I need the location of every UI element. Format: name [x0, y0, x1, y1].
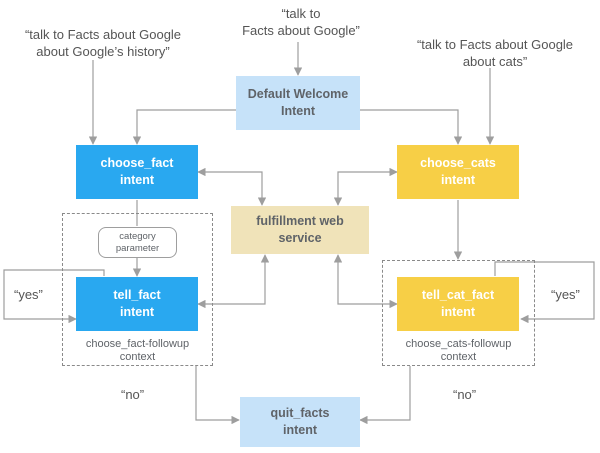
welcome-utterance-line1: “talk to — [281, 6, 321, 21]
tell-cat-fact-intent-line2: intent — [440, 305, 476, 319]
arrow-choose-fact-fulfillment — [197, 167, 267, 206]
tell-fact-intent-line1: tell_fact — [113, 288, 161, 302]
arrow-yes-loop-right — [494, 261, 595, 324]
yes-label-left: “yes” — [14, 287, 43, 302]
arrow-no-left-to-quit — [195, 366, 240, 425]
default-welcome-intent: Default Welcome Intent — [236, 76, 360, 130]
choose-cats-followup-context-label: choose_cats-followup context — [382, 338, 535, 364]
choose-fact-followup-context-box — [62, 213, 213, 366]
cats-utterance-line2: about cats” — [462, 54, 528, 69]
history-utterance-line1: “talk to Facts about Google — [24, 27, 182, 42]
quit-facts-intent-line2: intent — [282, 423, 318, 437]
category-parameter-line1: category — [119, 230, 156, 242]
yes-label-right: “yes” — [551, 287, 580, 302]
tell-cat-fact-intent: tell_cat_fact intent — [397, 277, 519, 331]
default-welcome-intent-line2: Intent — [280, 104, 316, 118]
tell-cat-fact-intent-line1: tell_cat_fact — [421, 288, 495, 302]
tell-fact-intent-line2: intent — [119, 305, 155, 319]
choose-cats-intent-line2: intent — [440, 173, 476, 187]
choose-cats-intent: choose_cats intent — [397, 145, 519, 199]
choose-cats-intent-line1: choose_cats — [420, 156, 496, 170]
arrow-tell-fact-fulfillment — [197, 254, 270, 309]
cats-utterance-line1: “talk to Facts about Google — [416, 37, 574, 52]
arrow-tell-cat-fact-fulfillment — [333, 254, 398, 309]
arrow-welcome-to-choose-cats — [360, 109, 463, 145]
choose-cats-followup-context-line1: choose_cats-followup — [405, 338, 512, 350]
choose-fact-intent: choose_fact intent — [76, 145, 198, 199]
welcome-utterance: “talk to Facts about Google” — [226, 5, 376, 39]
choose-fact-followup-context-line1: choose_fact-followup — [85, 338, 190, 350]
choose-fact-intent-line2: intent — [119, 173, 155, 187]
arrow-choose-cats-fulfillment — [333, 167, 398, 206]
choose-fact-followup-context-label: choose_fact-followup context — [62, 338, 213, 364]
fulfillment-web-service-line2: service — [278, 231, 322, 245]
quit-facts-intent: quit_facts intent — [240, 397, 360, 447]
no-label-right: “no” — [453, 387, 477, 402]
no-label-left: “no” — [121, 387, 145, 402]
cats-utterance: “talk to Facts about Google about cats” — [400, 36, 590, 70]
welcome-utterance-line2: Facts about Google” — [242, 23, 360, 38]
category-parameter-line2: parameter — [115, 242, 160, 254]
arrow-welcome-to-choose-fact — [132, 109, 236, 145]
quit-facts-intent-line1: quit_facts — [270, 406, 330, 420]
fulfillment-web-service-line1: fulfillment web — [256, 214, 344, 228]
choose-cats-followup-context-line2: context — [440, 351, 477, 363]
default-welcome-intent-line1: Default Welcome — [247, 87, 349, 101]
history-utterance: “talk to Facts about Google about Google… — [8, 26, 198, 60]
arrow-no-right-to-quit — [359, 366, 411, 425]
arrow-yes-loop-left — [3, 269, 105, 324]
category-parameter: category parameter — [98, 227, 177, 258]
history-utterance-line2: about Google’s history” — [36, 44, 170, 59]
fulfillment-web-service: fulfillment web service — [231, 206, 369, 254]
choose-fact-followup-context-line2: context — [119, 351, 156, 363]
choose-cats-followup-context-box — [382, 260, 535, 366]
tell-fact-intent: tell_fact intent — [76, 277, 198, 331]
choose-fact-intent-line1: choose_fact — [100, 156, 174, 170]
